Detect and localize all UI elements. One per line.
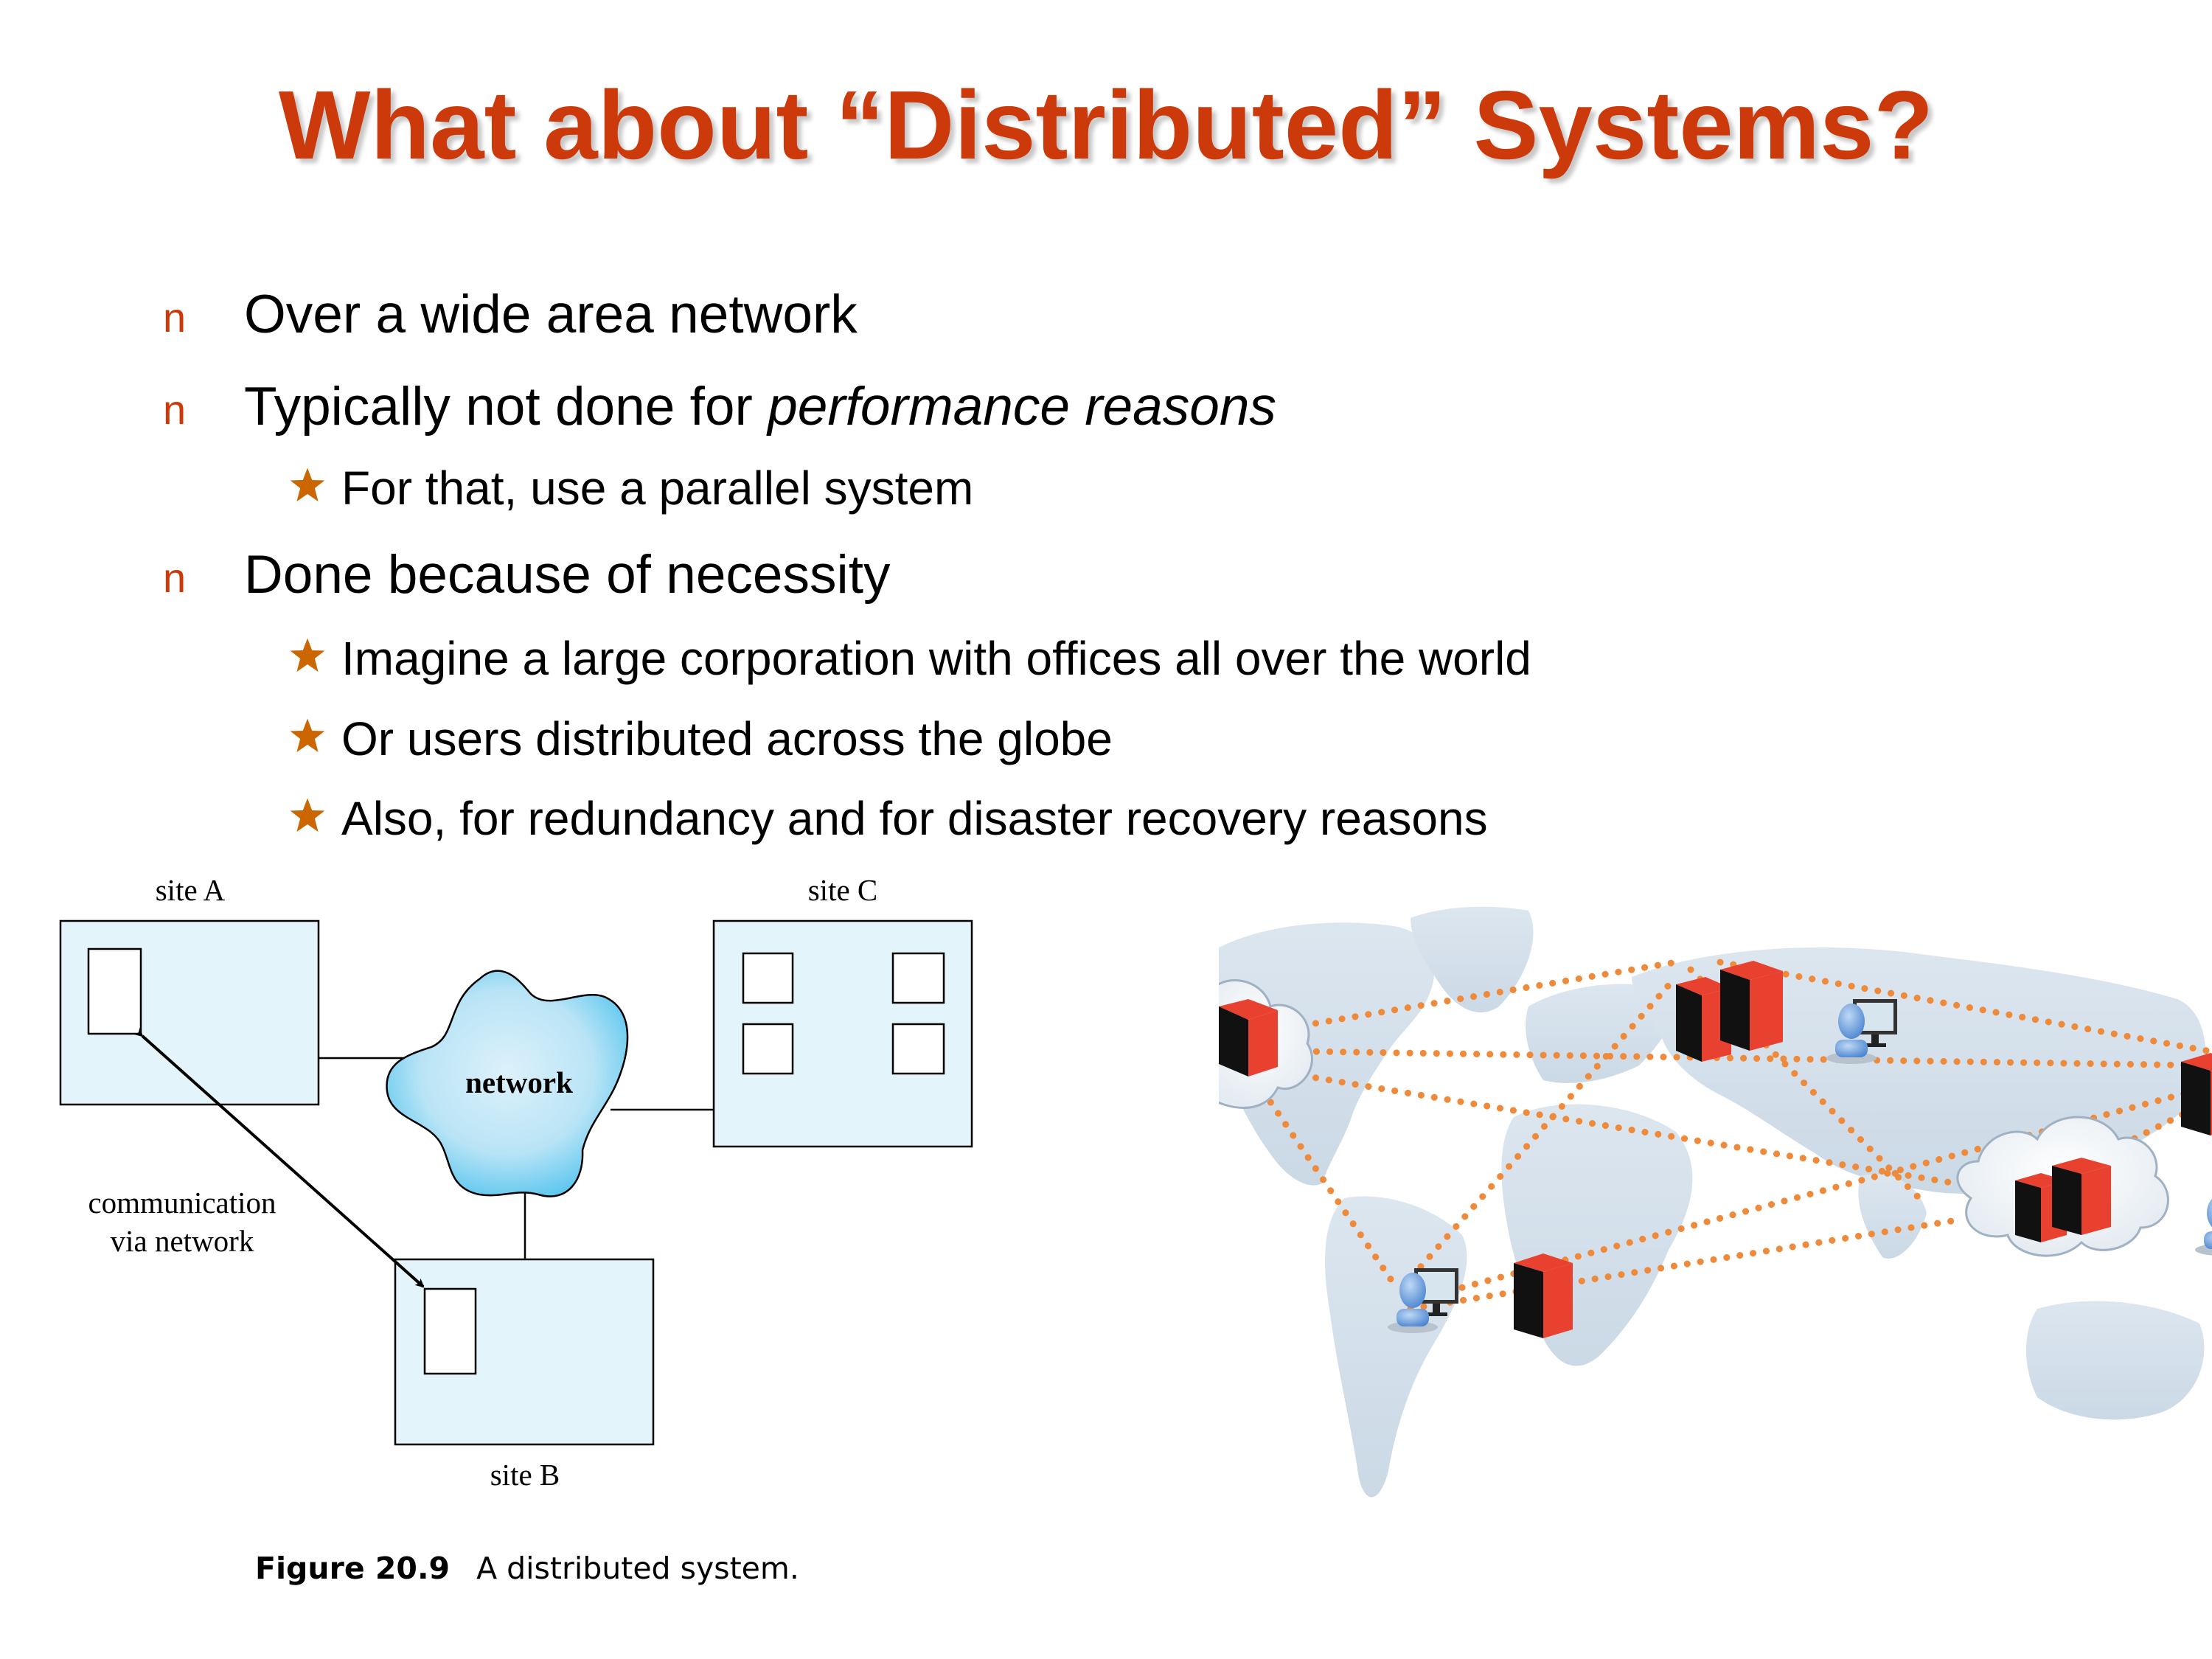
sub-bullet-text: Also, for redundancy and for disaster re… xyxy=(341,792,1488,845)
slide-title: What about “Distributed” Systems? xyxy=(278,71,1934,179)
sub-bullet-item: Or users distributed across the globe xyxy=(290,709,1113,768)
site-b-node xyxy=(423,1287,477,1375)
world-map-illustration xyxy=(1219,906,2212,1498)
network-label: network xyxy=(465,1065,573,1099)
server-icon xyxy=(1219,999,1278,1077)
sub-bullet-item: For that, use a parallel system xyxy=(290,459,974,518)
north-america xyxy=(1219,922,1435,1186)
site-c-node xyxy=(891,952,945,1004)
bullet-marker: n xyxy=(163,554,187,601)
sub-bullet-item: Imagine a large corporation with offices… xyxy=(290,629,1531,688)
communication-label-line2: via network xyxy=(110,1224,254,1258)
india xyxy=(1858,1174,1927,1259)
network-links xyxy=(1252,959,2211,1312)
sub-bullet-text: Imagine a large corporation with offices… xyxy=(341,632,1531,685)
bullet-item: n Typically not done for performance rea… xyxy=(163,374,1276,440)
sub-bullet-text: For that, use a parallel system xyxy=(341,462,974,515)
star-icon xyxy=(290,467,325,502)
sub-bullet-item: Also, for redundancy and for disaster re… xyxy=(290,789,1488,848)
site-b-label: site B xyxy=(490,1458,560,1492)
distributed-system-diagram xyxy=(59,919,973,1446)
greenland xyxy=(1411,906,1534,1013)
bullet-text: Typically not done for xyxy=(244,377,768,437)
user-workstation-icon xyxy=(1826,999,1897,1064)
sub-bullet-text: Or users distributed across the globe xyxy=(341,712,1113,765)
bullet-marker: n xyxy=(163,386,187,433)
site-c-node xyxy=(742,1023,794,1075)
site-c-node xyxy=(891,1023,945,1075)
south-america xyxy=(1325,1196,1467,1498)
bullet-item: n Over a wide area network xyxy=(163,282,858,348)
server-icon xyxy=(1514,1253,1573,1338)
user-workstation-icon xyxy=(2195,1199,2212,1256)
bullet-text: Done because of necessity xyxy=(244,545,891,605)
server-icon xyxy=(1720,961,1783,1051)
server-icon xyxy=(2052,1158,2111,1235)
site-a-label: site A xyxy=(155,873,226,907)
communication-label: communication via network xyxy=(57,1183,307,1260)
star-icon xyxy=(290,638,325,672)
site-c-node xyxy=(742,952,794,1004)
bullet-text: Over a wide area network xyxy=(244,285,858,344)
site-c-label: site C xyxy=(807,873,878,907)
star-icon xyxy=(290,718,325,753)
user-workstation-icon xyxy=(1388,1268,1458,1333)
figure-caption: Figure 20.9 A distributed system. xyxy=(255,1548,799,1588)
bullet-item: n Done because of necessity xyxy=(163,542,891,608)
bullet-text-emphasis: performance reasons xyxy=(768,377,1276,437)
site-a-node xyxy=(87,947,142,1035)
server-icon xyxy=(2181,1053,2212,1135)
figure-caption-text: A distributed system. xyxy=(476,1551,799,1586)
australia xyxy=(2026,1301,2205,1420)
star-icon xyxy=(290,798,325,832)
communication-label-line1: communication xyxy=(88,1186,276,1220)
bullet-marker: n xyxy=(163,294,187,341)
figure-number: Figure 20.9 xyxy=(255,1551,451,1586)
communication-arrow xyxy=(133,1027,425,1288)
